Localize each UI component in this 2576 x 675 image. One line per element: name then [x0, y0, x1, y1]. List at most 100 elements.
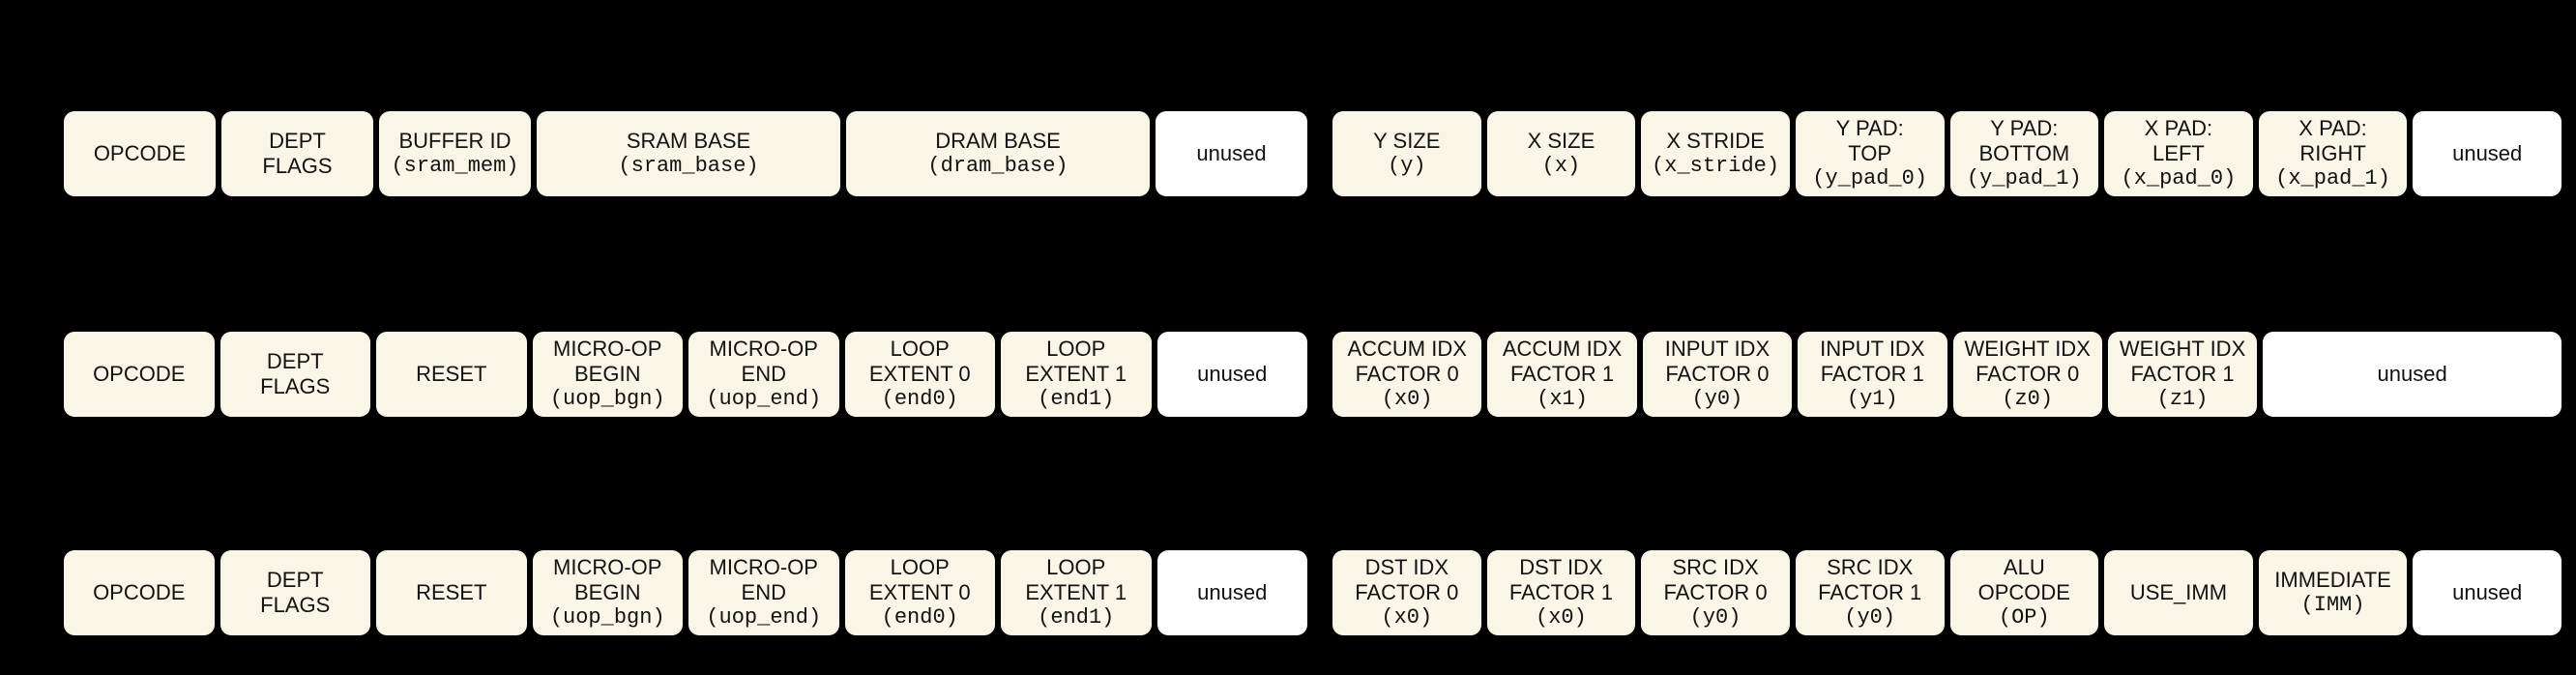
field-label: MICRO-OP BEGIN: [553, 555, 662, 604]
field-code-label: (dram_base): [927, 154, 1068, 178]
field-code-label: (uop_end): [706, 387, 822, 411]
field-unused: unused: [1156, 111, 1307, 196]
field-label: Y PAD: BOTTOM: [1978, 116, 2070, 165]
field-label: LOOP EXTENT 1: [1025, 337, 1127, 386]
low-bits-block: OPCODE DEPT FLAGS BUFFER ID (sram_mem) S…: [64, 111, 1307, 196]
field-opcode: OPCODE: [64, 111, 216, 196]
field-label: DEPT FLAGS: [262, 129, 333, 178]
field-y-pad-bottom: Y PAD: BOTTOM (y_pad_1): [1949, 111, 2099, 196]
field-label: SRC IDX FACTOR 0: [1663, 555, 1768, 604]
field-label: MICRO-OP END: [709, 337, 818, 386]
field-src-idx-factor-1: SRC IDX FACTOR 1 (y0): [1795, 550, 1945, 635]
field-code-label: (x0): [1536, 605, 1587, 630]
field-dept-flags: DEPT FLAGS: [221, 111, 373, 196]
field-code-label: (IMM): [2300, 593, 2365, 617]
field-label: IMMEDIATE: [2274, 568, 2391, 592]
field-label: unused: [1196, 141, 1267, 165]
field-label: INPUT IDX FACTOR 0: [1664, 337, 1771, 386]
field-label: unused: [2377, 362, 2447, 386]
field-unused: unused: [2413, 550, 2561, 635]
field-code-label: (uop_end): [706, 605, 822, 630]
field-buffer-id: BUFFER ID (sram_mem): [379, 111, 531, 196]
field-code-label: (y0): [1689, 605, 1742, 630]
field-label: X SIZE: [1527, 129, 1595, 153]
field-label: USE_IMM: [2129, 580, 2228, 604]
field-label: DRAM BASE: [935, 129, 1061, 153]
field-unused: unused: [1156, 550, 1307, 635]
field-x-pad-right: X PAD: RIGHT (x_pad_1): [2258, 111, 2408, 196]
field-label: ACCUM IDX FACTOR 1: [1502, 337, 1623, 386]
field-label: Y SIZE: [1373, 129, 1441, 153]
field-label: SRAM BASE: [626, 129, 751, 153]
high-bits-block: Y SIZE (y) X SIZE (x) X STRIDE (x_stride…: [1332, 111, 2561, 196]
field-code-label: (end0): [881, 387, 958, 411]
field-y-size: Y SIZE (y): [1332, 111, 1481, 196]
field-code-label: (y): [1388, 154, 1426, 178]
field-micro-op-begin: MICRO-OP BEGIN (uop_bgn): [532, 550, 683, 635]
field-label: LOOP EXTENT 0: [868, 555, 971, 604]
field-code-label: (x_stride): [1652, 154, 1780, 178]
high-bits-block: ACCUM IDX FACTOR 0 (x0) ACCUM IDX FACTOR…: [1332, 332, 2561, 417]
field-label: DEPT FLAGS: [260, 568, 331, 617]
field-code-label: (x): [1541, 154, 1581, 178]
field-opcode: OPCODE: [64, 332, 215, 417]
field-unused: unused: [2263, 332, 2561, 417]
field-immediate: IMMEDIATE (IMM): [2258, 550, 2408, 635]
field-label: RESET: [416, 362, 487, 386]
field-opcode: OPCODE: [64, 550, 215, 635]
field-code-label: (z1): [2156, 387, 2209, 411]
instruction-row-3: OPCODE DEPT FLAGS RESET MICRO-OP BEGIN (…: [0, 550, 2576, 635]
field-label: unused: [1197, 362, 1268, 386]
field-input-idx-factor-1: INPUT IDX FACTOR 1 (y1): [1798, 332, 1947, 417]
field-micro-op-end: MICRO-OP END (uop_end): [688, 550, 839, 635]
field-label: X PAD: LEFT: [2144, 116, 2213, 165]
field-code-label: (x0): [1381, 605, 1433, 630]
field-reset: RESET: [376, 550, 527, 635]
field-dept-flags: DEPT FLAGS: [220, 550, 370, 635]
field-dept-flags: DEPT FLAGS: [220, 332, 370, 417]
field-code-label: (x_pad_0): [2121, 166, 2237, 191]
field-loop-extent-0: LOOP EXTENT 0 (end0): [844, 332, 995, 417]
field-dram-base: DRAM BASE (dram_base): [846, 111, 1150, 196]
field-y-pad-top: Y PAD: TOP (y_pad_0): [1795, 111, 1945, 196]
field-weight-idx-factor-1: WEIGHT IDX FACTOR 1 (z1): [2107, 332, 2258, 417]
field-code-label: (z0): [2002, 387, 2054, 411]
field-label: ACCUM IDX FACTOR 0: [1347, 337, 1467, 386]
field-label: unused: [2452, 580, 2523, 604]
field-accum-idx-factor-0: ACCUM IDX FACTOR 0 (x0): [1332, 332, 1482, 417]
field-sram-base: SRAM BASE (sram_base): [537, 111, 840, 196]
field-label: unused: [1197, 580, 1268, 604]
field-label: OPCODE: [93, 362, 186, 386]
high-bits-block: DST IDX FACTOR 0 (x0) DST IDX FACTOR 1 (…: [1332, 550, 2561, 635]
field-label: RESET: [416, 580, 487, 604]
field-label: BUFFER ID: [398, 129, 512, 153]
field-loop-extent-1: LOOP EXTENT 1 (end1): [1001, 550, 1152, 635]
field-label: unused: [2452, 141, 2523, 165]
field-code-label: (x1): [1537, 387, 1588, 411]
field-label: DEPT FLAGS: [260, 349, 331, 398]
field-code-label: (sram_base): [618, 154, 759, 178]
field-label: X PAD: RIGHT: [2298, 116, 2367, 165]
field-code-label: (y0): [1691, 387, 1743, 411]
field-input-idx-factor-0: INPUT IDX FACTOR 0 (y0): [1642, 332, 1793, 417]
field-label: MICRO-OP END: [709, 555, 818, 604]
field-unused: unused: [2413, 111, 2561, 196]
field-code-label: (OP): [1998, 605, 2050, 630]
field-label: OPCODE: [93, 141, 187, 165]
field-accum-idx-factor-1: ACCUM IDX FACTOR 1 (x1): [1487, 332, 1637, 417]
field-label: MICRO-OP BEGIN: [553, 337, 662, 386]
field-label: DST IDX FACTOR 0: [1355, 555, 1459, 604]
field-use-imm: USE_IMM: [2104, 550, 2253, 635]
field-label: LOOP EXTENT 0: [868, 337, 971, 386]
field-label: Y PAD: TOP: [1835, 116, 1904, 165]
field-loop-extent-0: LOOP EXTENT 0 (end0): [844, 550, 995, 635]
field-dst-idx-factor-0: DST IDX FACTOR 0 (x0): [1332, 550, 1481, 635]
field-x-size: X SIZE (x): [1486, 111, 1636, 196]
field-label: DST IDX FACTOR 1: [1508, 555, 1614, 604]
field-weight-idx-factor-0: WEIGHT IDX FACTOR 0 (z0): [1952, 332, 2102, 417]
field-reset: RESET: [376, 332, 527, 417]
field-label: LOOP EXTENT 1: [1025, 555, 1127, 604]
field-code-label: (end0): [881, 605, 958, 630]
field-label: WEIGHT IDX FACTOR 0: [1964, 337, 2091, 386]
